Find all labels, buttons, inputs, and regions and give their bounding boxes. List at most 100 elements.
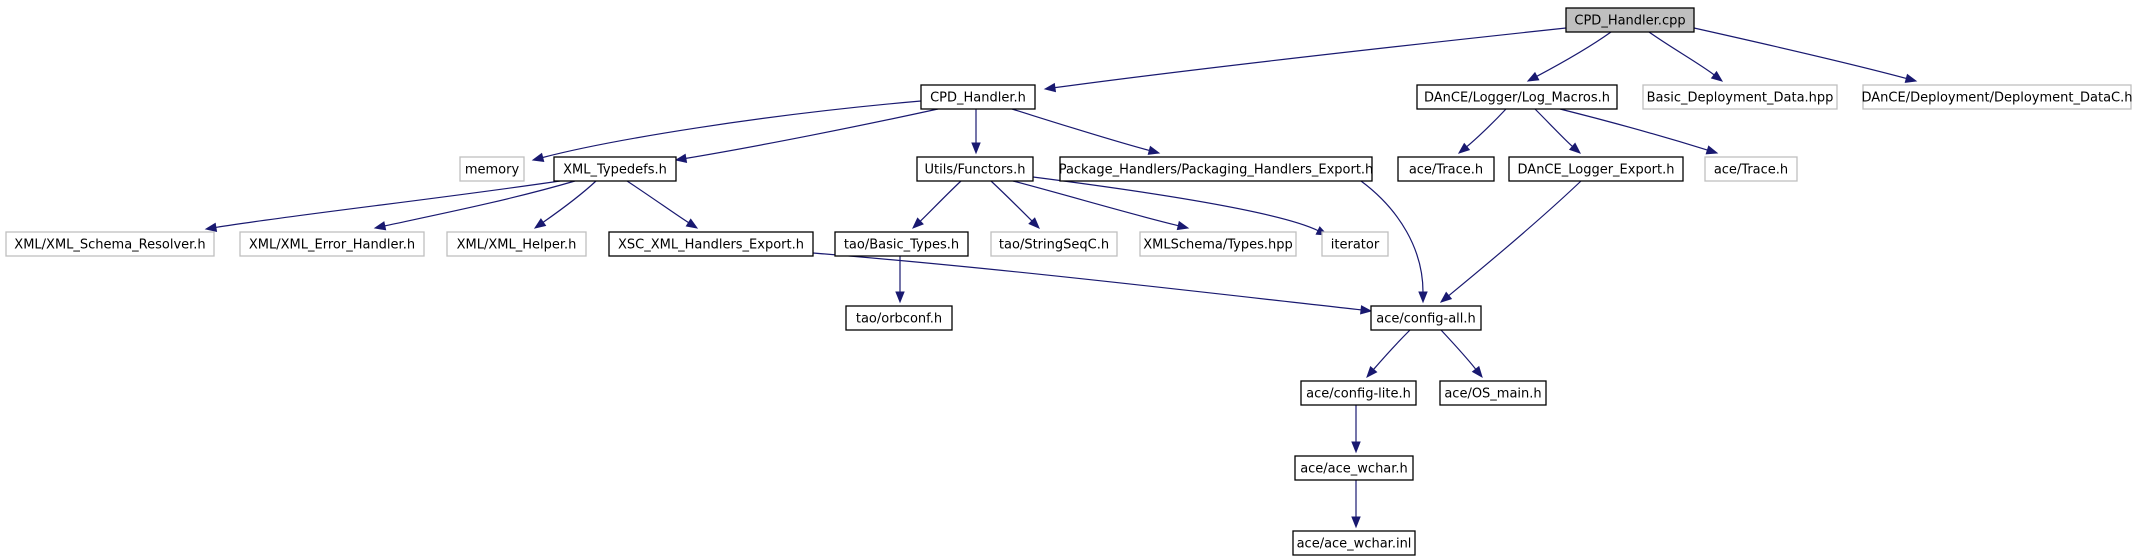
node-xsc-xml-handlers-export-h[interactable]: XSC_XML_Handlers_Export.h xyxy=(608,231,814,257)
node-label: Package_Handlers/Packaging_Handlers_Expo… xyxy=(1059,163,1374,178)
node-xml-helper-h: XML/XML_Helper.h xyxy=(446,231,587,257)
node-label: Basic_Deployment_Data.hpp xyxy=(1647,91,1834,106)
edge-cpd_handler_cpp-to-basic_deployment_data_hpp xyxy=(1648,31,1724,82)
node-box[interactable] xyxy=(1416,84,1618,110)
node-log-macros-h[interactable]: DAnCE/Logger/Log_Macros.h xyxy=(1416,84,1618,110)
edge-line xyxy=(1360,180,1424,293)
edge-line xyxy=(1648,31,1715,76)
edge-line xyxy=(542,180,597,223)
node-cpd-handler-h[interactable]: CPD_Handler.h xyxy=(920,84,1036,110)
edge-arrowhead xyxy=(1028,217,1040,229)
edge-arrowhead xyxy=(1705,145,1719,155)
edge-arrowhead xyxy=(1366,365,1378,379)
node-dance-logger-export-h[interactable]: DAnCE_Logger_Export.h xyxy=(1508,156,1684,182)
node-tao-stringseqc-h: tao/StringSeqC.h xyxy=(990,231,1118,257)
edge-line xyxy=(626,180,689,224)
node-label: ace/Trace.h xyxy=(1409,163,1483,178)
node-tao-basic-types-h[interactable]: tao/Basic_Types.h xyxy=(834,231,969,257)
edge-cpd_handler_h-to-packaging_handlers_export_h xyxy=(1011,108,1161,155)
node-box[interactable] xyxy=(553,156,677,182)
node-box[interactable] xyxy=(1397,156,1495,182)
node-box xyxy=(446,231,587,257)
node-box[interactable] xyxy=(1439,380,1547,406)
edge-arrowhead xyxy=(971,142,981,155)
node-box[interactable] xyxy=(1565,7,1695,33)
edge-ace_config_lite_h-to-ace_ace_wchar_h xyxy=(1351,405,1361,454)
edge-utils_functors_h-to-xmlschema_types_hpp xyxy=(1012,180,1190,231)
node-utils-functors-h[interactable]: Utils/Functors.h xyxy=(916,156,1034,182)
edge-arrowhead xyxy=(1568,142,1582,154)
edge-tao_basic_types_h-to-tao_orbconf_h xyxy=(895,255,905,304)
node-xml-error-handler-h: XML/XML_Error_Handler.h xyxy=(239,231,425,257)
node-xml-schema-resolver-h: XML/XML_Schema_Resolver.h xyxy=(5,231,215,257)
edge-line xyxy=(919,180,962,222)
edge-arrowhead xyxy=(373,221,387,231)
edge-arrowhead xyxy=(1351,516,1361,529)
edge-line xyxy=(1693,27,1907,79)
edge-xml_typedefs_h-to-xml_schema_resolver_h xyxy=(204,180,561,233)
edge-arrowhead xyxy=(1418,291,1428,304)
node-ace-ace-wchar-h[interactable]: ace/ace_wchar.h xyxy=(1294,455,1414,481)
node-label: tao/StringSeqC.h xyxy=(999,238,1109,253)
node-box xyxy=(990,231,1118,257)
node-ace-ace-wchar-inl[interactable]: ace/ace_wchar.inl xyxy=(1292,530,1416,556)
node-label: DAnCE_Logger_Export.h xyxy=(1518,163,1675,178)
node-xml-typedefs-h[interactable]: XML_Typedefs.h xyxy=(553,156,677,182)
node-box[interactable] xyxy=(608,231,814,257)
edge-cpd_handler_h-to-utils_functors_h xyxy=(971,109,981,155)
edge-ace_ace_wchar_h-to-ace_ace_wchar_inl xyxy=(1351,480,1361,529)
edge-arrowhead xyxy=(1176,220,1190,231)
node-label: ace/config-lite.h xyxy=(1306,387,1411,402)
node-box[interactable] xyxy=(1370,305,1482,331)
edge-line xyxy=(1011,108,1150,152)
edge-arrowhead xyxy=(1351,441,1361,454)
node-ace-os-main-h[interactable]: ace/OS_main.h xyxy=(1439,380,1547,406)
node-packaging-handlers-export-h[interactable]: Package_Handlers/Packaging_Handlers_Expo… xyxy=(1059,156,1374,182)
edge-arrowhead xyxy=(1439,291,1453,303)
node-tao-orbconf-h[interactable]: tao/orbconf.h xyxy=(845,305,953,331)
node-label: iterator xyxy=(1331,238,1380,253)
node-box[interactable] xyxy=(920,84,1036,110)
edge-arrowhead xyxy=(1710,70,1724,82)
edge-cpd_handler_cpp-to-cpd_handler_h xyxy=(1043,27,1567,93)
edge-line xyxy=(1032,176,1319,232)
node-label: XML/XML_Schema_Resolver.h xyxy=(14,238,205,253)
node-cpd-handler-cpp[interactable]: CPD_Handler.cpp xyxy=(1565,7,1695,33)
node-box xyxy=(459,156,525,182)
edge-arrowhead xyxy=(531,152,545,162)
node-label: tao/orbconf.h xyxy=(856,312,942,327)
edge-arrowhead xyxy=(1526,71,1540,82)
node-box[interactable] xyxy=(834,231,969,257)
edge-cpd_handler_cpp-to-log_macros_h xyxy=(1526,31,1612,82)
edge-ace_config_all_h-to-ace_os_main_h xyxy=(1440,329,1483,379)
node-box[interactable] xyxy=(1300,380,1417,406)
node-label: ace/Trace.h xyxy=(1714,163,1788,178)
node-ace-trace-h-2: ace/Trace.h xyxy=(1704,156,1798,182)
edge-arrowhead xyxy=(533,218,547,229)
node-box xyxy=(1139,231,1297,257)
node-box[interactable] xyxy=(1059,156,1373,182)
node-label: XML/XML_Helper.h xyxy=(457,238,577,253)
node-box[interactable] xyxy=(916,156,1034,182)
node-ace-trace-h-1[interactable]: ace/Trace.h xyxy=(1397,156,1495,182)
node-ace-config-all-h[interactable]: ace/config-all.h xyxy=(1370,305,1482,331)
node-ace-config-lite-h[interactable]: ace/config-lite.h xyxy=(1300,380,1417,406)
node-xmlschema-types-hpp: XMLSchema/Types.hpp xyxy=(1139,231,1297,257)
edge-utils_functors_h-to-tao_basic_types_h xyxy=(912,180,962,229)
edge-log_macros_h-to-ace_trace_h_1 xyxy=(1457,108,1507,154)
node-label: XMLSchema/Types.hpp xyxy=(1143,238,1293,253)
edge-line xyxy=(384,180,576,227)
node-box[interactable] xyxy=(1294,455,1414,481)
node-label: DAnCE/Deployment/Deployment_DataC.h xyxy=(1862,91,2133,106)
edge-line xyxy=(1054,27,1567,89)
node-box[interactable] xyxy=(1292,530,1416,556)
node-label: XML_Typedefs.h xyxy=(563,163,667,178)
node-box xyxy=(1642,84,1838,110)
edge-arrowhead xyxy=(1457,142,1471,154)
node-label: CPD_Handler.cpp xyxy=(1574,14,1685,29)
node-box[interactable] xyxy=(845,305,953,331)
edge-line xyxy=(1448,180,1582,297)
node-box[interactable] xyxy=(1508,156,1684,182)
